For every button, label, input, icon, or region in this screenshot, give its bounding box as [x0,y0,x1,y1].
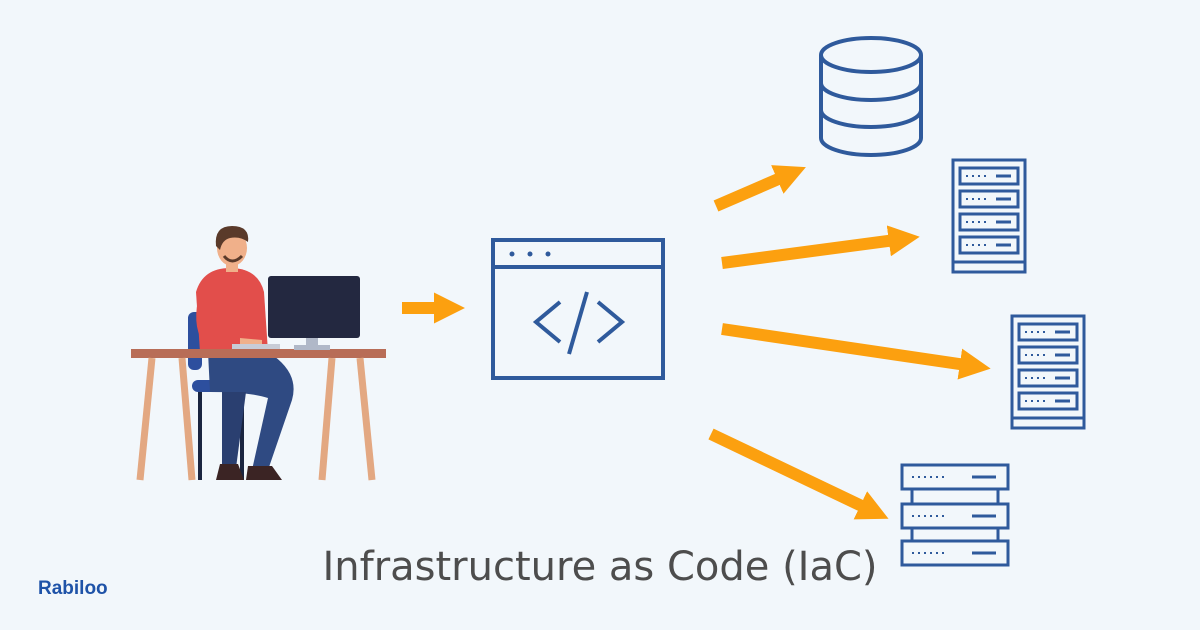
server-stack-icon [900,463,1010,567]
code-window-icon [491,238,665,380]
database-icon [819,36,923,157]
arrow-code-to-database [713,165,806,212]
server-rack-icon-2 [1010,314,1086,430]
arrow-code-to-server-stack [708,428,889,520]
developer-illustration [131,226,386,481]
diagram-title: Infrastructure as Code (IaC) [322,544,878,590]
arrow-code-to-server-1 [721,225,920,269]
brand-logo: Rabiloo [38,578,108,599]
arrow-code-to-server-2 [721,323,991,380]
server-rack-icon-1 [951,158,1027,274]
